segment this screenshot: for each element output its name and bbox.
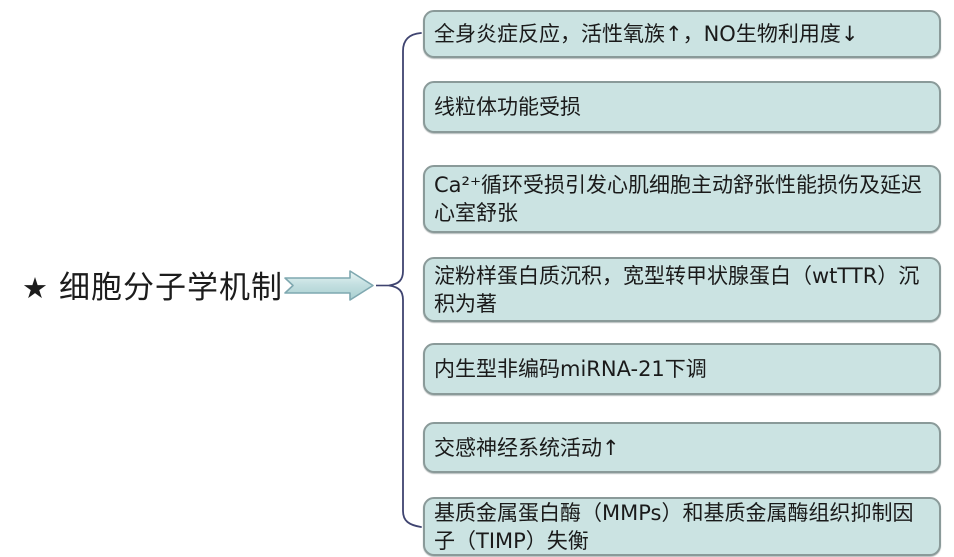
root-node-label: 细胞分子学机制 <box>59 270 283 306</box>
branch-label: 淀粉样蛋白质沉积，宽型转甲状腺蛋白（wtTTR）沉积为著 <box>434 263 920 316</box>
branch-label: 线粒体功能受损 <box>434 95 581 119</box>
branch-box-amyloid: 淀粉样蛋白质沉积，宽型转甲状腺蛋白（wtTTR）沉积为著 <box>423 257 941 322</box>
branch-box-sympathetic: 交感神经系统活动↑ <box>423 422 941 473</box>
branch-label: 基质金属蛋白酶（MMPs）和基质金属酶组织抑制因子（TIMP）失衡 <box>434 500 914 553</box>
brace-bracket <box>388 32 422 528</box>
branch-label: 交感神经系统活动↑ <box>434 435 620 460</box>
branch-box-mitochondria: 线粒体功能受损 <box>423 81 941 133</box>
branch-box-mirna: 内生型非编码miRNA-21下调 <box>423 343 941 395</box>
branch-box-calcium-cycle: Ca²⁺循环受损引发心肌细胞主动舒张性能损伤及延迟心室舒张 <box>423 165 941 233</box>
branch-box-inflammation: 全身炎症反应，活性氧族↑，NO生物利用度↓ <box>423 10 941 58</box>
branch-label: Ca²⁺循环受损引发心肌细胞主动舒张性能损伤及延迟心室舒张 <box>434 173 923 225</box>
root-node-title: ★ 细胞分子学机制 <box>22 262 283 307</box>
star-icon: ★ <box>22 271 49 305</box>
branch-box-mmp-timp: 基质金属蛋白酶（MMPs）和基质金属酶组织抑制因子（TIMP）失衡 <box>423 497 941 556</box>
block-arrow-icon <box>284 270 374 301</box>
branch-label: 全身炎症反应，活性氧族↑，NO生物利用度↓ <box>434 22 859 46</box>
branch-label: 内生型非编码miRNA-21下调 <box>434 357 707 381</box>
